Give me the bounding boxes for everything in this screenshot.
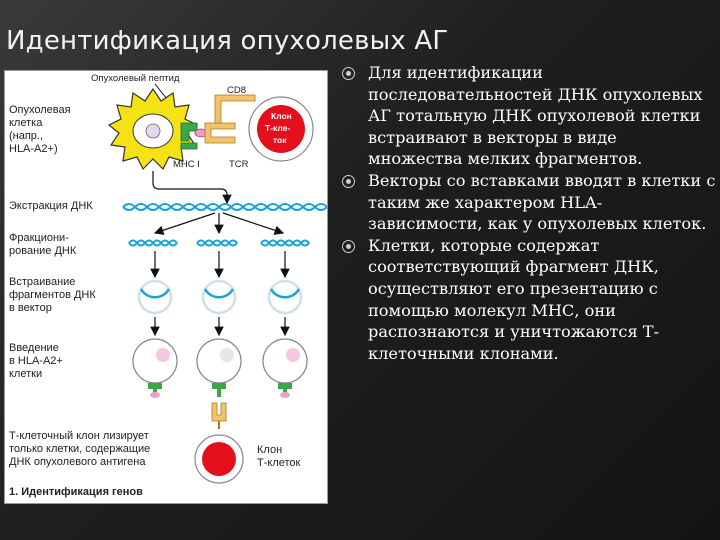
arrow-to-extraction — [152, 171, 221, 190]
dna-fragments — [128, 239, 310, 247]
introduction-label-1: Введение — [9, 342, 59, 354]
clone-label-3: ток — [273, 135, 287, 145]
arrow-fraction-right — [222, 212, 285, 235]
clone-label-1: Клон — [271, 111, 292, 121]
bullet-item: Векторы со вставками вводят в клетки с т… — [340, 170, 716, 235]
tumor-cell-label-3: (напр., — [9, 130, 43, 142]
bullet-item: Для идентификации последовательностей ДН… — [340, 62, 716, 170]
tumor-cell-label-2: клетка — [9, 117, 43, 129]
transfected-cells — [132, 338, 308, 398]
arrow-fraction-left — [153, 212, 216, 235]
tumor-peptide-label: Опухолевый пептид — [91, 73, 180, 84]
clone-bottom-label-1: Клон — [257, 444, 282, 456]
bullet-item: Клетки, которые содержат соответствующий… — [340, 235, 716, 365]
bullet-icon — [342, 67, 355, 80]
t-cell-clone-top — [248, 96, 314, 162]
tcr-binding — [211, 402, 227, 429]
mhc-tcr-complex — [180, 94, 256, 150]
lysis-label-2: только клетки, содержащие — [9, 443, 150, 455]
lysis-label-1: Т-клеточный клон лизирует — [9, 430, 149, 442]
lysis-label-3: ДНК опухолевого антигена — [9, 456, 146, 468]
insertion-label-1: Встраивание — [9, 276, 75, 288]
bullet-icon — [342, 239, 355, 253]
insertion-label-2: фрагментов ДНК — [9, 289, 96, 301]
tumor-cell-label-1: Опухолевая — [9, 104, 71, 116]
tumor-cell-label-4: HLA-A2+) — [9, 143, 58, 155]
mhc-label: MHC I — [173, 159, 200, 170]
slide-title: Идентификация опухолевых АГ — [6, 26, 449, 56]
tumor-cell — [107, 87, 199, 171]
cd8-label: CD8 — [227, 85, 246, 96]
bullet-icon — [342, 174, 355, 188]
introduction-label-2: в HLA-A2+ — [9, 355, 63, 367]
tcr-label: TCR — [229, 159, 249, 170]
gene-identification-diagram: Опухолевый пептид Опухолевая клетка (нап… — [9, 73, 327, 498]
dna-strand — [122, 203, 327, 211]
fractionation-label-1: Фракциони- — [9, 232, 69, 244]
dna-extraction-label: Экстракция ДНК — [9, 200, 93, 212]
bullet-text: Клетки, которые содержат соответствующий… — [368, 235, 660, 363]
figure-panel: Опухолевый пептид Опухолевая клетка (нап… — [4, 70, 328, 504]
t-cell-clone-bottom — [194, 434, 244, 484]
bullet-text: Векторы со вставками вводят в клетки с т… — [368, 170, 716, 234]
clone-bottom-label-2: Т-клеток — [257, 457, 301, 469]
fractionation-label-2: рование ДНК — [9, 245, 77, 257]
vector-plasmids — [137, 279, 303, 315]
introduction-label-3: клетки — [9, 368, 42, 380]
clone-label-2: Т-кле- — [265, 123, 290, 133]
figure-caption: 1. Идентификация генов — [9, 486, 143, 498]
bullet-list: Для идентификации последовательностей ДН… — [340, 62, 716, 364]
insertion-label-3: в вектор — [9, 302, 52, 314]
bullet-text: Для идентификации последовательностей ДН… — [368, 63, 703, 169]
arrow-to-dna — [220, 188, 232, 205]
